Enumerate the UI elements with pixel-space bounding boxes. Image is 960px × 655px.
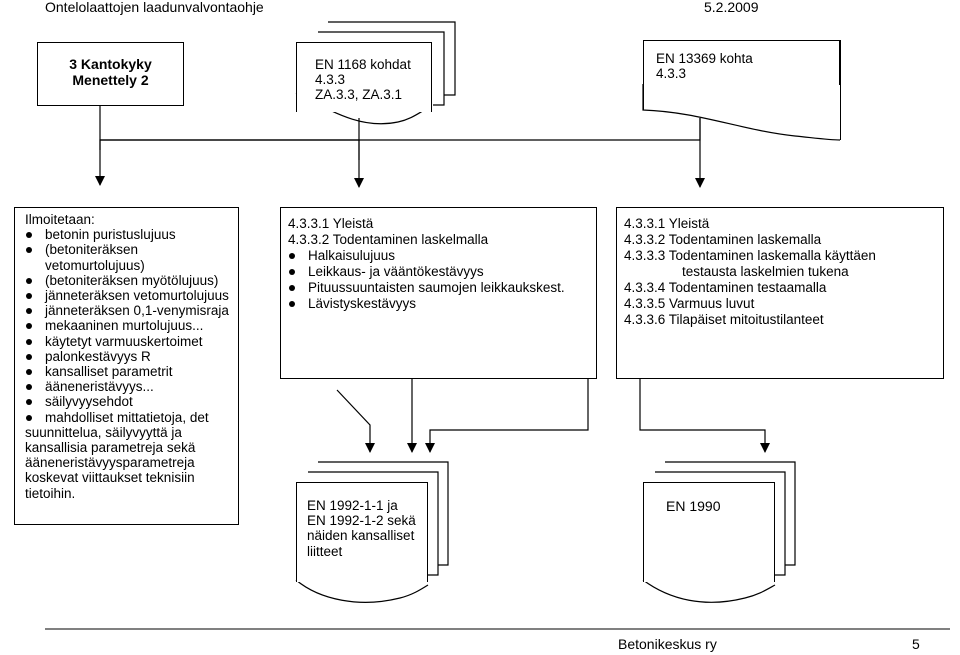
list-item: Pituussuuntaisten saumojen leikkaukskest… bbox=[288, 280, 596, 296]
right-line: 4.3.3.3 Todentaminen laskemalla käyttäen bbox=[624, 248, 876, 263]
list-item: jänneteräksen 0,1-venymisraja bbox=[25, 303, 238, 318]
middle-box: 4.3.3.1 Yleistä 4.3.3.2 Todentaminen las… bbox=[280, 207, 597, 379]
list-item: (betoniteräksen myötölujuus) bbox=[25, 273, 238, 288]
list-item: ääneneristävyys... bbox=[25, 379, 238, 394]
en13369-line1: EN 13369 kohta bbox=[656, 51, 753, 66]
en1992-line4: liitteet bbox=[307, 543, 343, 559]
list-item: jänneteräksen vetomurtolujuus bbox=[25, 288, 238, 303]
list-item: kansalliset parametrit bbox=[25, 364, 238, 379]
en1992-box: EN 1992-1-1 ja EN 1992-1-2 sekä näiden k… bbox=[296, 482, 428, 582]
en1992-line1: EN 1992-1-1 ja bbox=[307, 498, 398, 513]
en1992-document-wave bbox=[295, 579, 429, 603]
en13369-right-edge bbox=[840, 40, 841, 140]
right-line: 4.3.3.6 Tilapäiset mitoitustilanteet bbox=[624, 312, 824, 327]
continuation-line: kansallisia parametreja sekä bbox=[25, 440, 196, 456]
list-item: Halkaisulujuus bbox=[288, 248, 596, 264]
ilmoitetaan-heading: Ilmoitetaan: bbox=[25, 212, 95, 227]
middle-line2: 4.3.3.2 Todentaminen laskelmalla bbox=[288, 232, 489, 247]
right-line: 4.3.3.2 Todentaminen laskemalla bbox=[624, 232, 822, 247]
list-item: mekaaninen murtolujuus... bbox=[25, 318, 238, 333]
en1990-document-wave bbox=[642, 579, 776, 603]
document-date: 5.2.2009 bbox=[704, 0, 759, 15]
arrow-right-to-en1992 bbox=[425, 378, 589, 453]
en13369-left-edge bbox=[643, 40, 644, 110]
middle-list: Halkaisulujuus Leikkaus- ja vääntökestäv… bbox=[288, 248, 596, 312]
list-item: säilyvyysehdot bbox=[25, 394, 238, 409]
footer-org: Betonikeskus ry bbox=[618, 636, 717, 652]
right-line: 4.3.3.4 Todentaminen testaamalla bbox=[624, 280, 827, 295]
list-item: mahdolliset mittatietoja, det bbox=[25, 410, 238, 425]
right-line: 4.3.3.1 Yleistä bbox=[624, 216, 710, 231]
list-item: (betoniteräksen vetomurtolujuus) bbox=[25, 242, 238, 273]
kantokyky-line2: Menettely 2 bbox=[72, 72, 149, 88]
list-item: Lävistyskestävyys bbox=[288, 296, 596, 312]
list-item: betonin puristuslujuus bbox=[25, 227, 238, 242]
en1990-line1: EN 1990 bbox=[666, 498, 721, 514]
arrow-right-to-en1990 bbox=[639, 378, 770, 453]
list-item: palonkestävyys R bbox=[25, 349, 238, 364]
middle-line1: 4.3.3.1 Yleistä bbox=[288, 216, 374, 231]
en1990-box: EN 1990 bbox=[643, 482, 775, 582]
en1168-line3: ZA.3.3, ZA.3.1 bbox=[315, 87, 403, 103]
list-item: Leikkaus- ja vääntökestävyys bbox=[288, 264, 596, 280]
right-line: testausta laskelmien tukena bbox=[682, 264, 849, 279]
ilmoitetaan-list: betonin puristuslujuus (betoniteräksen v… bbox=[25, 227, 238, 425]
continuation-line: ääneneristävyysparametreja bbox=[25, 455, 195, 471]
en13369-box: EN 13369 kohta 4.3.3 bbox=[643, 40, 840, 85]
en13369-document-outline bbox=[642, 84, 841, 141]
en1168-box: EN 1168 kohdat 4.3.3 ZA.3.3, ZA.3.1 bbox=[296, 42, 432, 112]
en1168-line1: EN 1168 kohdat bbox=[315, 57, 411, 72]
en1168-line2: 4.3.3 bbox=[315, 72, 346, 88]
kantokyky-box: 3 Kantokyky Menettely 2 bbox=[37, 42, 184, 106]
list-item: käytetyt varmuuskertoimet bbox=[25, 334, 238, 349]
footer-page-number: 5 bbox=[912, 636, 920, 652]
kantokyky-line1: 3 Kantokyky bbox=[69, 56, 152, 72]
continuation-line: tietoihin. bbox=[25, 485, 76, 501]
en1992-line2: EN 1992-1-2 sekä bbox=[307, 513, 416, 529]
document-title: Ontelolaattojen laadunvalvontaohje bbox=[45, 0, 264, 15]
ilmoitetaan-continuation: suunnittelua, säilyvyyttä ja kansallisia… bbox=[25, 425, 238, 501]
en13369-line2: 4.3.3 bbox=[656, 66, 687, 82]
right-line: 4.3.3.5 Varmuus luvut bbox=[624, 296, 755, 311]
en1992-line3: näiden kansalliset bbox=[307, 528, 415, 544]
continuation-line: suunnittelua, säilyvyyttä ja bbox=[25, 424, 182, 440]
ilmoitetaan-box: Ilmoitetaan: betonin puristuslujuus (bet… bbox=[14, 207, 239, 525]
continuation-line: koskevat viittaukset teknisiin bbox=[25, 470, 195, 486]
arrow-ilmoitetaan-to-en1992 bbox=[336, 389, 375, 453]
right-box: 4.3.3.1 Yleistä 4.3.3.2 Todentaminen las… bbox=[616, 207, 944, 379]
connector-en1168 bbox=[99, 118, 360, 150]
